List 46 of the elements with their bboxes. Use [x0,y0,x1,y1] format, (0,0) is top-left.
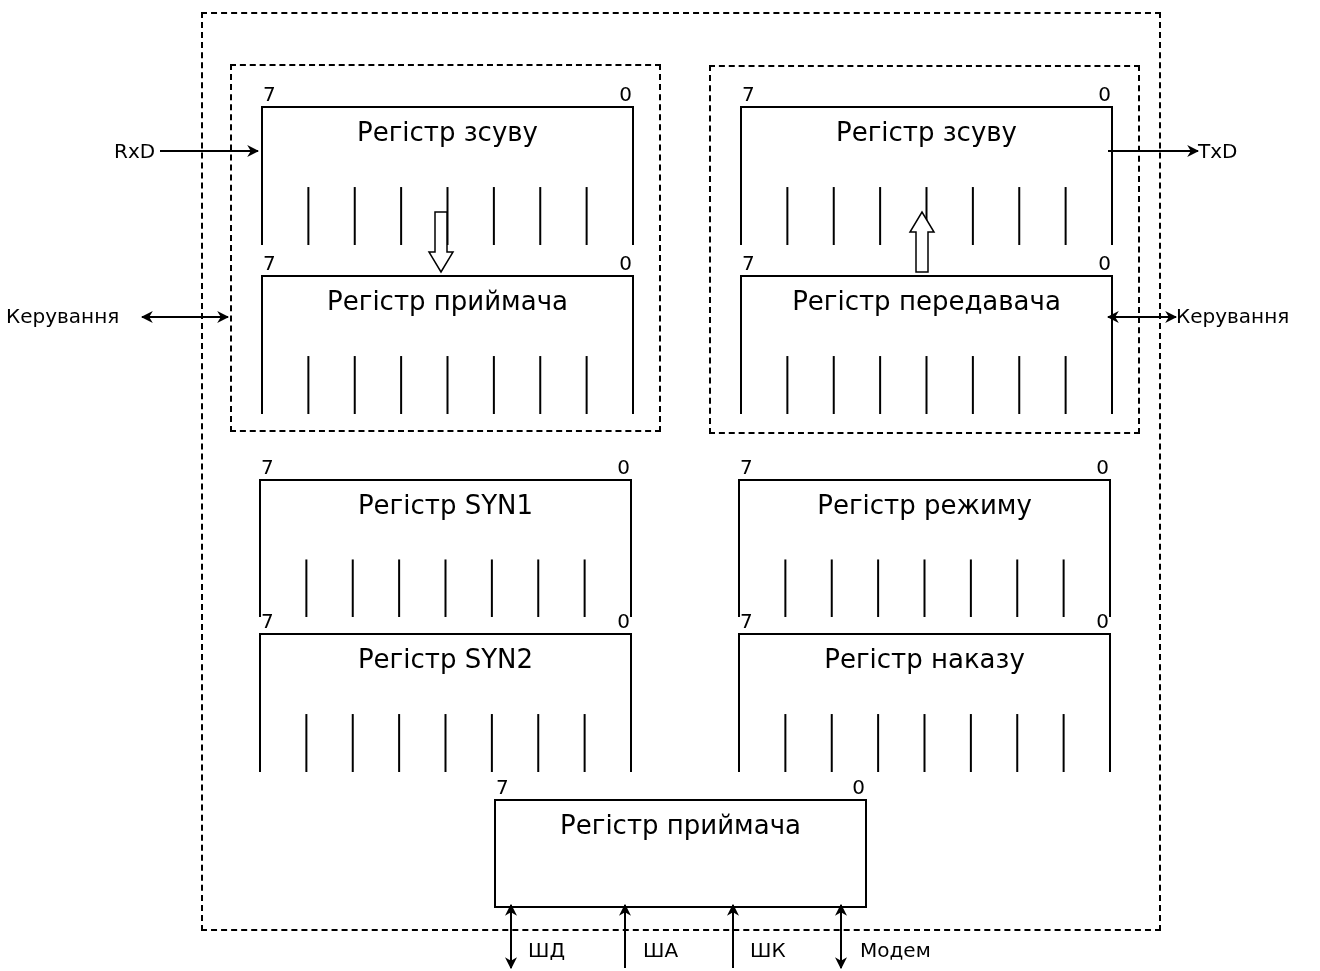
bit-number: 7 [742,252,755,274]
edge-label: ША [643,938,679,962]
bit-number: 7 [496,776,509,798]
bit-number: 0 [1096,610,1109,632]
bit-number: 0 [1098,252,1111,274]
bit-number: 0 [1098,83,1111,105]
signal-label: TxD [1198,139,1242,165]
arrow [1107,145,1200,157]
signal-label: RxD [114,139,160,165]
register-name: Регістр SYN2 [357,644,534,674]
double-arrow [835,903,847,970]
hollow-arrow [908,210,936,273]
double-arrow [1106,311,1178,323]
edge-label: Модем [860,938,931,962]
bit-number: 0 [1096,456,1109,478]
dashed-frame [201,12,1161,931]
register-name: Регістр приймача [327,286,568,316]
register-name: Регістр наказу [824,644,1025,674]
double-arrow [140,311,230,323]
edge-label: ШД [528,938,565,962]
bit-number: 0 [852,776,865,798]
register-name: Регістр передавача [792,286,1061,316]
arrow [619,903,631,969]
bit-number: 0 [617,610,630,632]
register-name: Регістр SYN1 [357,490,534,520]
register-name: Регістр зсуву [836,117,1017,147]
edge-label: ШК [750,938,786,962]
bit-number: 7 [263,83,276,105]
bit-number: 7 [261,456,274,478]
bit-number: 7 [261,610,274,632]
double-arrow [505,903,517,970]
signal-label: Керування [1176,304,1312,330]
register-name: Регістр зсуву [357,117,538,147]
bit-number: 0 [619,83,632,105]
bit-number: 0 [617,456,630,478]
bit-number: 7 [742,83,755,105]
bit-number: 7 [263,252,276,274]
arrow [727,903,739,969]
bit-number: 7 [740,610,753,632]
hollow-arrow [427,211,455,274]
bit-number: 0 [619,252,632,274]
bit-number: 7 [740,456,753,478]
arrow [159,145,260,157]
register-name: Регістр режиму [817,490,1032,520]
register-name: Регістр приймача [560,810,801,840]
signal-label: Керування [6,304,142,330]
